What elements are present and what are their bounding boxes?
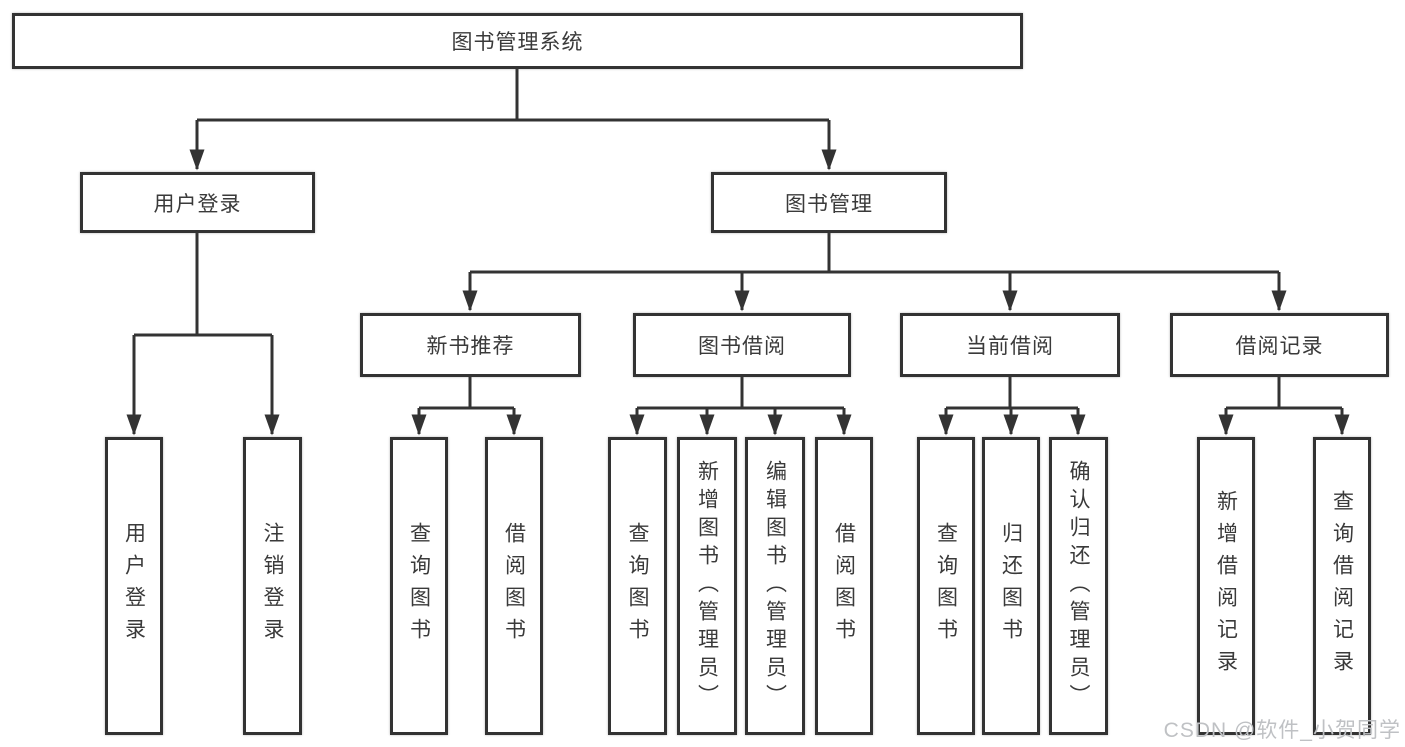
node-label: 图书管理系统 [451,31,584,54]
leaf-logout: 注销登录 [243,437,302,735]
node-label: 新增图书（管理员） [695,460,719,712]
leaf-query-borrow-record: 查询借阅记录 [1313,437,1371,735]
node-label: 借阅图书 [502,522,526,650]
node-library-management-system: 图书管理系统 [12,13,1023,69]
node-label: 新增借阅记录 [1214,490,1238,682]
node-book-borrowing: 图书借阅 [633,313,851,377]
node-borrowing-records: 借阅记录 [1170,313,1389,377]
node-user-login-branch: 用户登录 [80,172,315,233]
node-label: 查询图书 [407,522,431,650]
leaf-query-books-recommend: 查询图书 [390,437,448,735]
node-label: 确认归还（管理员） [1067,460,1090,712]
node-current-borrowing: 当前借阅 [900,313,1120,377]
node-label: 用户登录 [122,522,146,650]
node-label: 新书推荐 [426,335,515,358]
node-label: 图书管理 [785,192,873,216]
leaf-user-login: 用户登录 [105,437,163,735]
csdn-watermark: CSDN @软件_小贺同学 [1163,719,1401,742]
node-book-management-branch: 图书管理 [711,172,947,233]
node-label: 查询图书 [626,522,649,650]
leaf-add-borrow-record: 新增借阅记录 [1197,437,1255,735]
leaf-edit-books-admin: 编辑图书（管理员） [745,437,805,735]
node-label: 借阅图书 [832,522,856,650]
node-label: 归还图书 [999,522,1023,650]
leaf-borrow-books-recommend: 借阅图书 [485,437,543,735]
node-label: 查询图书 [934,522,958,650]
node-label: 用户登录 [153,192,242,216]
leaf-add-books-admin: 新增图书（管理员） [677,437,737,735]
leaf-confirm-return-admin: 确认归还（管理员） [1049,437,1108,735]
node-label: 注销登录 [261,522,284,650]
node-label: 借阅记录 [1235,335,1324,358]
node-label: 当前借阅 [966,335,1054,358]
node-label: 图书借阅 [698,335,786,358]
node-label: 编辑图书（管理员） [763,460,787,712]
node-label: 查询借阅记录 [1330,490,1354,682]
leaf-query-books-current: 查询图书 [917,437,975,735]
leaf-return-books: 归还图书 [982,437,1040,735]
node-new-book-recommendation: 新书推荐 [360,313,581,377]
leaf-query-books-borrowing: 查询图书 [608,437,667,735]
leaf-borrow-books: 借阅图书 [815,437,873,735]
